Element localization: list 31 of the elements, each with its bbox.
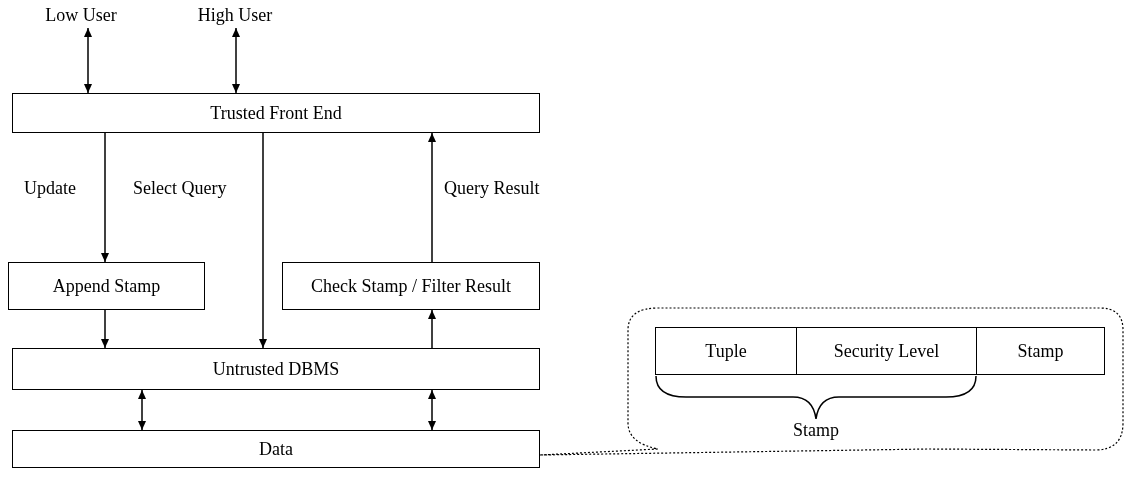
box-label: Append Stamp bbox=[52, 275, 161, 297]
arrow bbox=[138, 389, 146, 431]
process-box bbox=[8, 262, 205, 310]
brace-label: Stamp bbox=[793, 420, 839, 441]
process-box bbox=[12, 348, 540, 390]
process-box bbox=[282, 262, 540, 310]
arrow bbox=[428, 309, 436, 349]
process-box bbox=[12, 93, 540, 133]
edge-label: Query Result bbox=[442, 178, 542, 199]
box-label: Security Level bbox=[833, 340, 940, 362]
arrow bbox=[101, 132, 109, 263]
arrow bbox=[232, 27, 240, 94]
arrow bbox=[101, 309, 109, 349]
record-field bbox=[796, 327, 977, 375]
box-label: Stamp bbox=[1017, 340, 1064, 362]
arrow bbox=[259, 132, 267, 349]
user-label: Low User bbox=[45, 4, 117, 26]
box-label: Trusted Front End bbox=[210, 102, 342, 124]
arrow bbox=[428, 389, 436, 431]
box-label: Tuple bbox=[705, 340, 747, 362]
record-field bbox=[655, 327, 797, 375]
box-label: Data bbox=[259, 438, 293, 460]
box-label: Check Stamp / Filter Result bbox=[311, 275, 511, 297]
box-label: Untrusted DBMS bbox=[212, 358, 340, 380]
arrow bbox=[428, 132, 436, 263]
process-box bbox=[12, 430, 540, 468]
edge-label: Select Query bbox=[131, 178, 229, 199]
record-field bbox=[976, 327, 1105, 375]
edge-label: Update bbox=[22, 178, 78, 199]
arrow bbox=[84, 27, 92, 94]
user-label: High User bbox=[197, 4, 273, 26]
